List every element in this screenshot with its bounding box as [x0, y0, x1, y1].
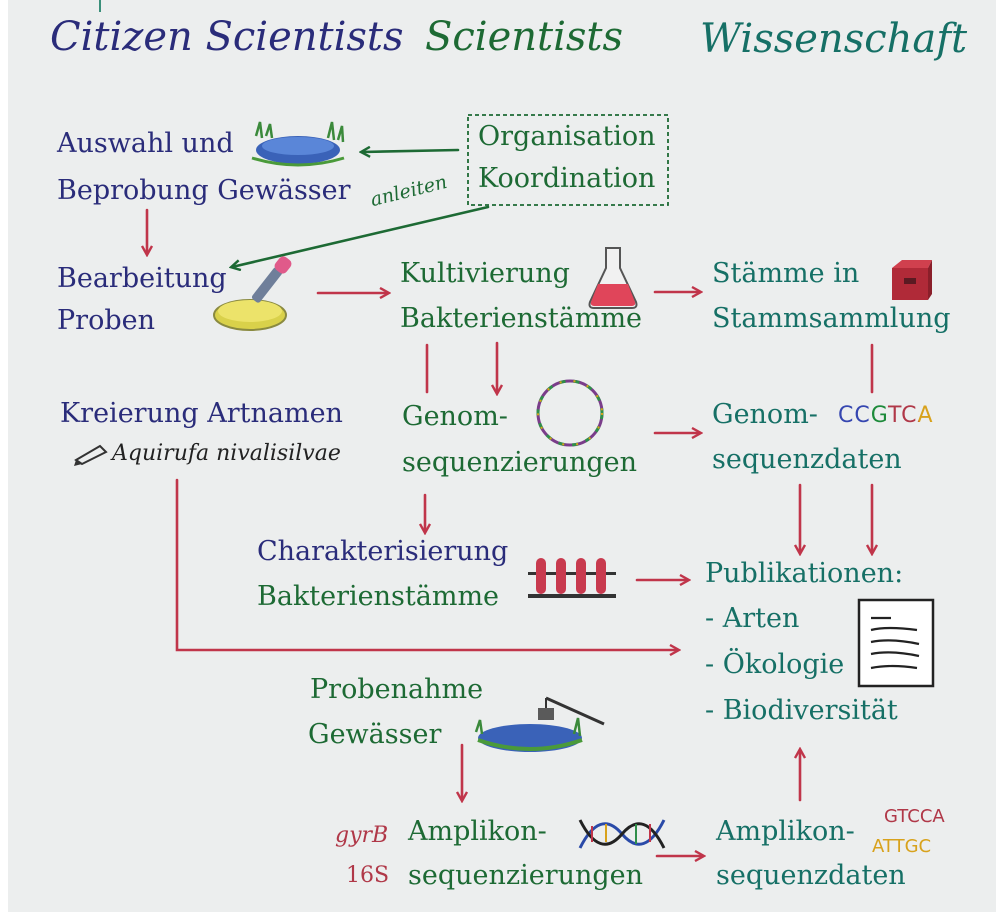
- node-amplikon-daten-line2: sequenzdaten: [716, 860, 906, 891]
- test-tube-rack-icon: [528, 558, 616, 598]
- node-amplikon-daten-line1: Amplikon-: [716, 816, 855, 847]
- heading-scientists: Scientists: [425, 14, 624, 60]
- node-genom-daten-line1: Genom-: [712, 399, 818, 430]
- organisation-dashed-box: [467, 114, 669, 206]
- amplikon-code-1: GTCCA: [884, 806, 945, 827]
- node-organisation-line1: Organisation: [478, 121, 656, 152]
- gene-gyrB: gyrB: [335, 823, 389, 848]
- node-bearbeitung-line2: Proben: [57, 305, 155, 336]
- node-auswahl-line2: Beprobung Gewässer: [57, 175, 351, 206]
- node-kreierung-species: Aquirufa nivalisilvae: [112, 441, 341, 466]
- node-staemme-line1: Stämme in: [712, 258, 860, 289]
- storage-box-icon: [892, 260, 932, 300]
- petri-dish-with-pipette-icon: [213, 256, 292, 331]
- node-amplikon-seq-line2: sequenzierungen: [408, 860, 644, 891]
- arrow-organisation-to-auswahl: [362, 150, 460, 152]
- node-charakterisierung-line2: Bakterienstämme: [257, 581, 500, 612]
- pond-icon: [251, 121, 345, 167]
- pencil-icon: [74, 444, 108, 466]
- arrow-kreierung-to-publikationen: [175, 478, 678, 650]
- node-kultivierung-line1: Kultivierung: [400, 258, 570, 289]
- heading-wissenschaft: Wissenschaft: [700, 16, 968, 62]
- publikationen-biodiversitaet: - Biodiversität: [705, 695, 898, 726]
- arrow-anleiten-to-bearbeitung: [232, 205, 490, 267]
- amplikon-code-2: ATTGC: [872, 836, 932, 857]
- whiteboard: [8, 0, 996, 912]
- node-kreierung-line1: Kreierung Artnamen: [60, 398, 343, 429]
- document-icon: [857, 598, 935, 688]
- node-charakterisierung-line1: Charakterisierung: [257, 536, 509, 567]
- dna-helix-icon: [578, 819, 666, 849]
- flask-icon: [588, 247, 638, 309]
- node-auswahl-line1: Auswahl und: [57, 128, 234, 159]
- node-amplikon-seq-line1: Amplikon-: [408, 816, 547, 847]
- node-genom-daten-line2: sequenzdaten: [712, 444, 902, 475]
- node-genom-seq-line1: Genom-: [402, 401, 508, 432]
- circular-genome-icon: [536, 379, 604, 447]
- publikationen-title: Publikationen:: [705, 558, 904, 589]
- node-probenahme-line1: Probenahme: [310, 674, 484, 705]
- node-probenahme-line2: Gewässer: [308, 719, 442, 750]
- node-organisation-line2: Koordination: [478, 163, 656, 194]
- node-staemme-line2: Stammsammlung: [712, 303, 951, 334]
- publikationen-oekologie: - Ökologie: [705, 649, 845, 680]
- genom-code: CCGTCA: [838, 402, 934, 430]
- sampling-pond-icon: [474, 696, 605, 752]
- publikationen-arten: - Arten: [705, 603, 800, 634]
- node-genom-seq-line2: sequenzierungen: [402, 447, 638, 478]
- heading-citizen-scientists: Citizen Scientists: [50, 14, 404, 60]
- border-tick: [99, 0, 101, 12]
- node-bearbeitung-line1: Bearbeitung: [57, 263, 227, 294]
- gene-16S: 16S: [346, 863, 390, 888]
- genom-code-text: CCGTCA: [838, 403, 934, 428]
